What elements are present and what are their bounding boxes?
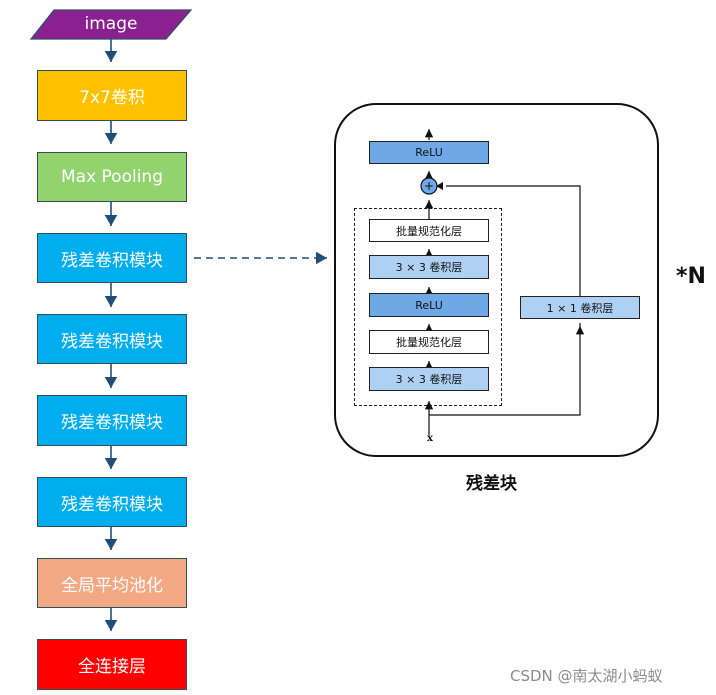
- relu-mid-layer: ReLU: [369, 293, 489, 317]
- residual-block-frame: [334, 103, 659, 457]
- residual-conv-block-3: 残差卷积模块: [37, 395, 187, 446]
- watermark: CSDN @南太湖小蚂蚁: [510, 667, 663, 685]
- input-x-label: x: [427, 433, 433, 444]
- conv3x3-bottom-layer: 3 × 3 卷积层: [369, 367, 489, 391]
- fully-connected-block: 全连接层: [37, 639, 187, 690]
- residual-block-caption: 残差块: [466, 474, 517, 494]
- residual-conv-block-1: 残差卷积模块: [37, 233, 187, 283]
- relu-top-layer: ReLU: [369, 141, 489, 164]
- batchnorm-top-layer: 批量规范化层: [369, 219, 489, 242]
- plus-icon: +: [423, 179, 435, 193]
- max-pooling-block: Max Pooling: [37, 152, 187, 202]
- residual-conv-block-2: 残差卷积模块: [37, 314, 187, 364]
- global-avg-pool-block: 全局平均池化: [37, 558, 187, 608]
- addition-node: [420, 177, 438, 195]
- image-label: image: [84, 14, 138, 34]
- conv7x7-block: 7x7卷积: [37, 70, 187, 121]
- residual-conv-block-4: 残差卷积模块: [37, 477, 187, 527]
- conv3x3-top-layer: 3 × 3 卷积层: [369, 255, 489, 279]
- conv1x1-shortcut-layer: 1 × 1 卷积层: [520, 296, 640, 319]
- repeat-n-label: *N: [676, 264, 706, 289]
- batchnorm-bottom-layer: 批量规范化层: [369, 330, 489, 354]
